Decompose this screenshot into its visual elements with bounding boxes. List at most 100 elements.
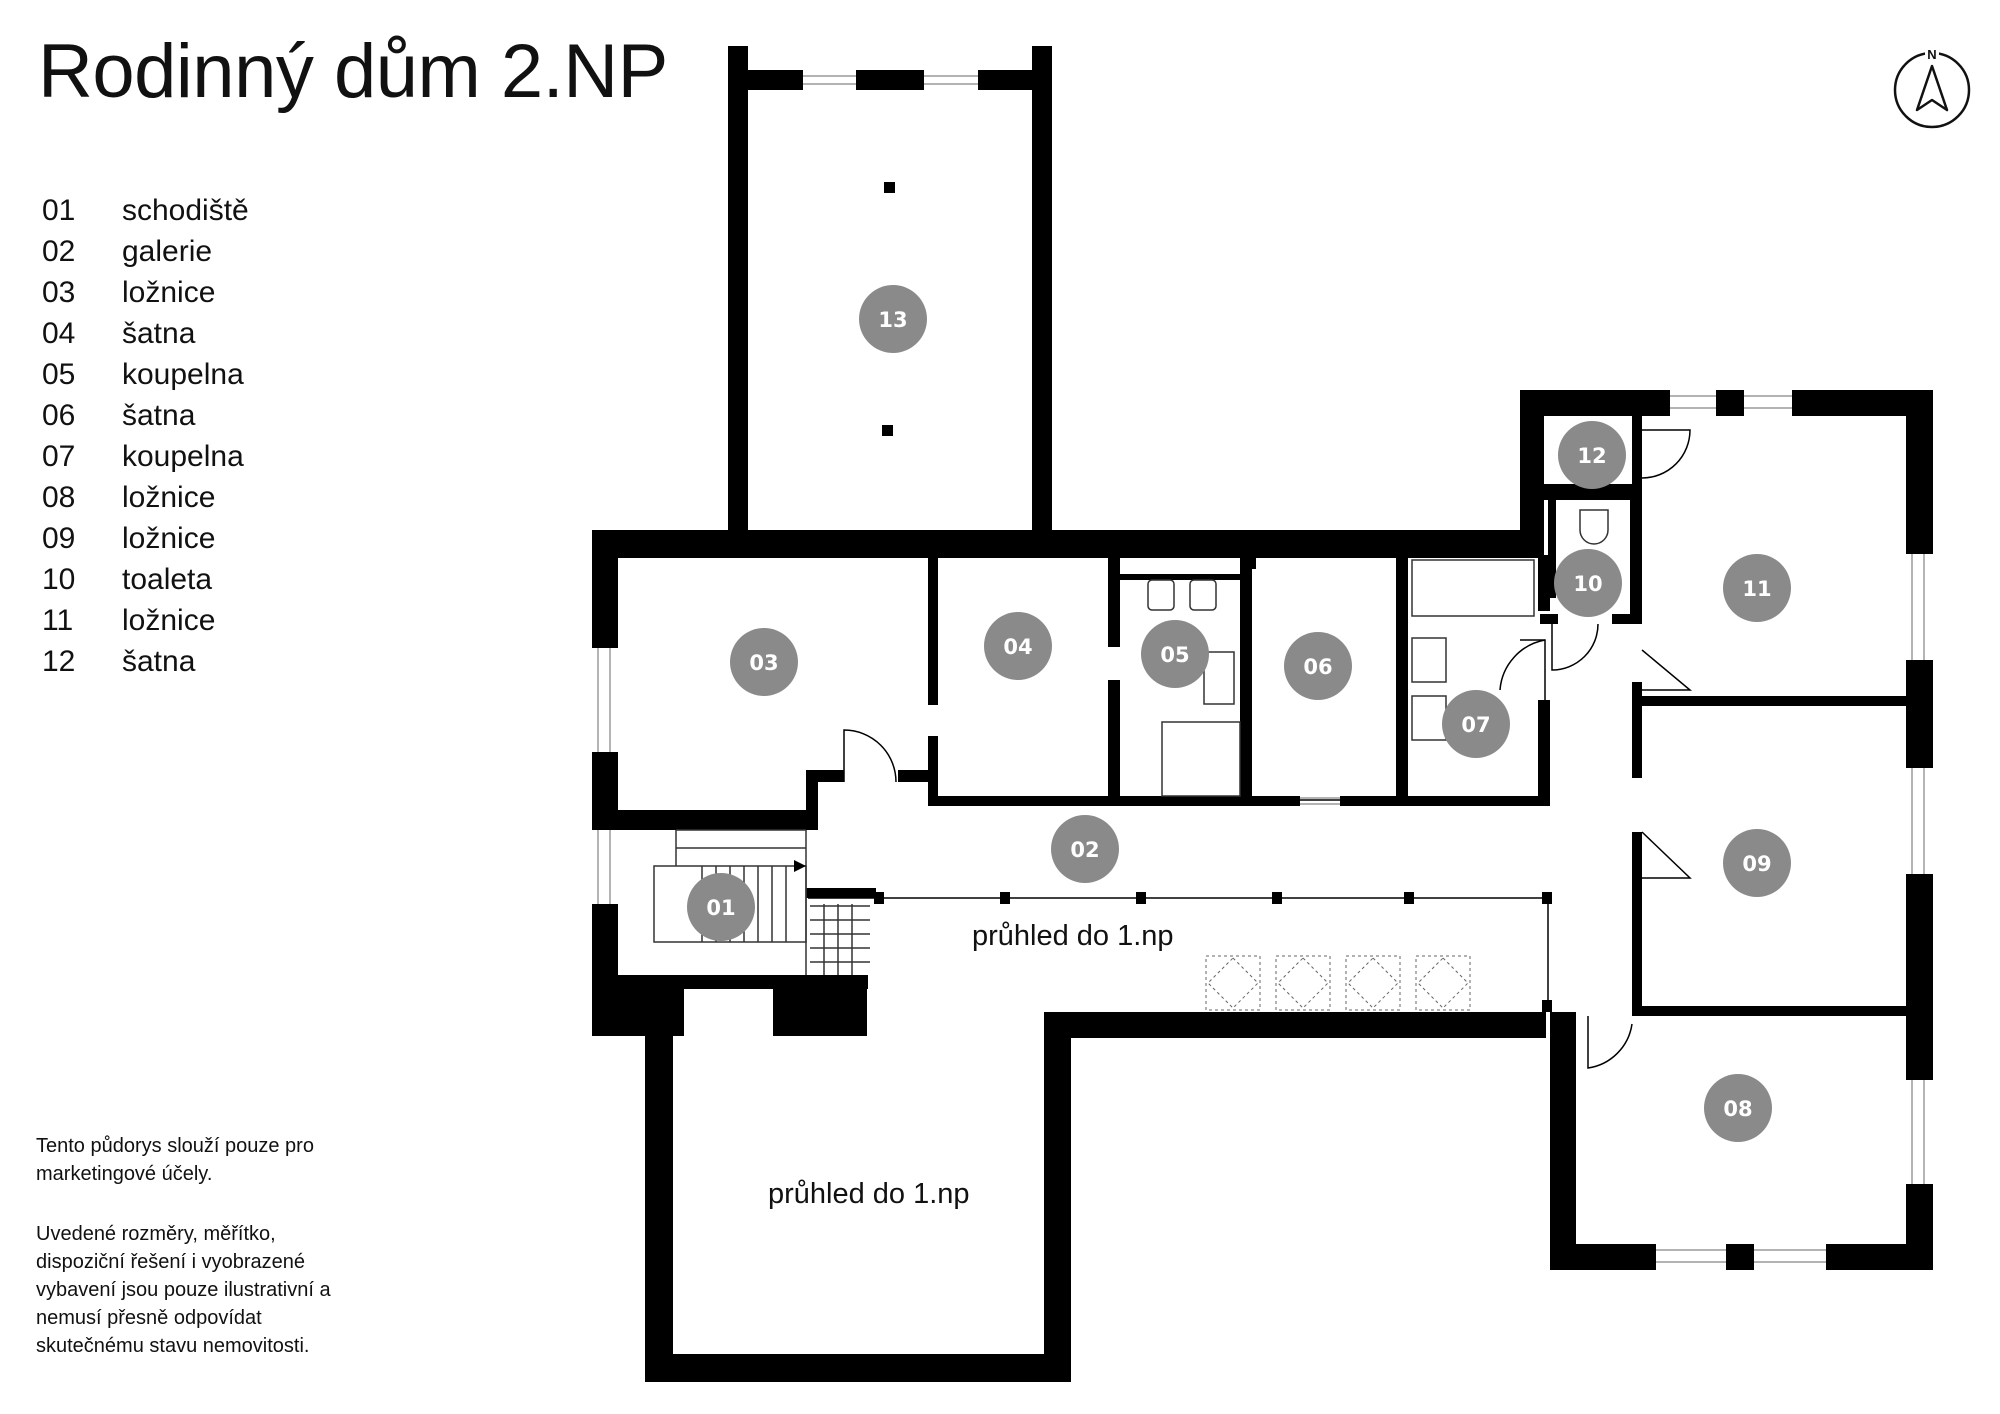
railing-post: [874, 892, 884, 904]
legend-room-name: ložnice: [122, 603, 216, 637]
room-badge-12: [1558, 421, 1626, 489]
toilet-fixture: [1147, 579, 1175, 611]
gallery-railing: [806, 888, 1552, 1012]
room-labels: 13 03 04 05 06 07 02 01 12 10 11 09 08: [687, 285, 1791, 1142]
door: [1641, 429, 1691, 479]
wall: [1108, 574, 1240, 580]
room-number-07: 07: [1461, 713, 1490, 737]
wall: [1716, 390, 1744, 416]
wall: [1538, 700, 1550, 804]
room-number-08: 08: [1723, 1097, 1752, 1121]
legend-room-name: schodiště: [122, 193, 249, 227]
legend-room-name: ložnice: [122, 275, 216, 309]
compass-arrow: [1915, 64, 1949, 112]
room-badge-06: [1284, 632, 1352, 700]
wall: [1726, 1244, 1754, 1270]
legend-number: 01: [42, 193, 76, 227]
roof-window: [1275, 955, 1331, 1011]
columns: [882, 182, 895, 436]
legend-room-name: koupelna: [122, 439, 244, 473]
roof-window: [1207, 957, 1259, 1009]
wall: [1906, 390, 1933, 554]
legend-number: 04: [42, 316, 76, 350]
room-number-05: 05: [1160, 643, 1189, 667]
wall: [1540, 614, 1558, 624]
legend-room-name: šatna: [122, 316, 196, 350]
wall: [1630, 498, 1642, 618]
room-badge-09: [1723, 829, 1791, 897]
room-number-01: 01: [706, 896, 735, 920]
wall: [1108, 680, 1120, 804]
legend-number: 06: [42, 398, 76, 432]
disclaimer-note: Tento půdorys slouží pouze pro marketing…: [36, 1135, 314, 1185]
legend-room-name: galerie: [122, 234, 213, 268]
legend-room-name: ložnice: [122, 521, 216, 555]
shaft-cross: [789, 1001, 849, 1023]
column: [882, 425, 893, 436]
room-number-10: 10: [1573, 572, 1602, 596]
room-number-09: 09: [1742, 852, 1771, 876]
bidet-fixture: [1189, 579, 1217, 611]
wall: [1550, 1244, 1656, 1270]
legend-number: 07: [42, 439, 76, 473]
wall: [1612, 614, 1642, 624]
wall: [1906, 1012, 1933, 1080]
sink-fixture: [1411, 695, 1447, 741]
legend-number: 08: [42, 480, 76, 514]
bathtub-fixture: [1411, 559, 1535, 617]
legend-number: 03: [42, 275, 76, 309]
wall: [978, 70, 1032, 90]
wall: [1340, 796, 1550, 806]
wall: [1252, 555, 1256, 569]
room-number-03: 03: [749, 651, 778, 675]
toilet-fixture: [1579, 509, 1609, 545]
room-badge-07: [1442, 690, 1510, 758]
wall: [1550, 1012, 1576, 1270]
wall: [1906, 1184, 1933, 1270]
room-badge-10: [1554, 549, 1622, 617]
wall: [1548, 498, 1556, 598]
wall: [1520, 390, 1670, 416]
wall: [806, 770, 844, 782]
legend-room-name: toaleta: [122, 562, 213, 596]
room-badge-13: [859, 285, 927, 353]
north-arrow-icon: N: [1893, 47, 1971, 129]
compass-north-letter: N: [1927, 47, 1936, 62]
sink-fixture: [1203, 651, 1235, 705]
wall: [728, 46, 748, 538]
void-labels: průhled do 1.np průhled do 1.np: [768, 920, 1174, 1210]
wall: [1520, 390, 1544, 558]
wall: [1632, 696, 1932, 706]
wall: [592, 530, 618, 648]
roof-window: [1347, 957, 1399, 1009]
column: [884, 182, 895, 193]
roof-windows: [1205, 955, 1471, 1011]
stair-flight: [675, 829, 807, 975]
door: [843, 729, 897, 783]
roof-window: [1345, 955, 1401, 1011]
wall: [928, 736, 938, 804]
legend-item: 03 ložnice: [42, 272, 249, 313]
legend-room-name: šatna: [122, 398, 196, 432]
exterior-walls: [592, 46, 1933, 1382]
legend-item: 08 ložnice: [42, 477, 249, 518]
wall: [592, 530, 1532, 558]
room-number-06: 06: [1303, 655, 1332, 679]
wall: [898, 770, 928, 782]
legend-room-name: šatna: [122, 644, 196, 678]
roof-window: [1277, 957, 1329, 1009]
wall: [1906, 660, 1933, 768]
legend-room-name: ložnice: [122, 480, 216, 514]
room-number-11: 11: [1742, 577, 1771, 601]
legend-number: 05: [42, 357, 76, 391]
door: [1587, 1016, 1633, 1069]
wall: [928, 796, 1300, 806]
wall: [1632, 1006, 1932, 1016]
door: [1641, 649, 1693, 691]
roof-window: [1417, 957, 1469, 1009]
shower-fixture: [1161, 721, 1241, 797]
